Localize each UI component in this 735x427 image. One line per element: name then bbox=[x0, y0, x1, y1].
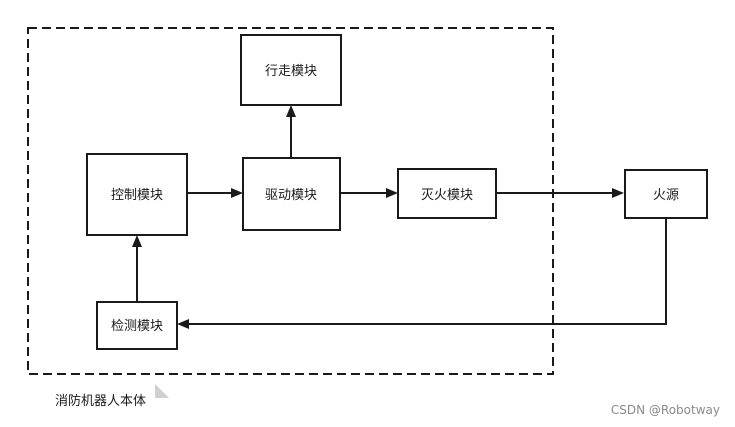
watermark: CSDN @Robotway bbox=[611, 403, 720, 417]
node-extinguish: 灭火模块 bbox=[397, 168, 497, 219]
node-walking: 行走模块 bbox=[240, 34, 342, 106]
node-drive-label: 驱动模块 bbox=[265, 188, 317, 203]
node-detect: 检测模块 bbox=[96, 301, 178, 350]
arrowhead-control bbox=[132, 235, 142, 247]
arrowhead-extinguish bbox=[386, 188, 398, 198]
arrowhead-fire bbox=[612, 188, 624, 198]
node-fire: 火源 bbox=[624, 169, 708, 219]
arrowhead-walking bbox=[286, 105, 296, 117]
node-fire-label: 火源 bbox=[653, 188, 679, 203]
note-fold-icon bbox=[155, 384, 169, 398]
node-detect-label: 检测模块 bbox=[111, 319, 163, 334]
edge-fire-to-detect bbox=[189, 218, 667, 325]
node-control: 控制模块 bbox=[86, 153, 188, 236]
frame-label: 消防机器人本体 bbox=[55, 393, 146, 409]
edges bbox=[132, 105, 667, 329]
robot-body-frame bbox=[27, 27, 554, 375]
node-drive: 驱动模块 bbox=[242, 157, 341, 231]
arrowhead-drive bbox=[231, 188, 243, 198]
node-extinguish-label: 灭火模块 bbox=[421, 188, 473, 203]
node-control-label: 控制模块 bbox=[111, 188, 163, 203]
node-walking-label: 行走模块 bbox=[265, 64, 317, 79]
arrowhead-detect bbox=[177, 319, 189, 329]
